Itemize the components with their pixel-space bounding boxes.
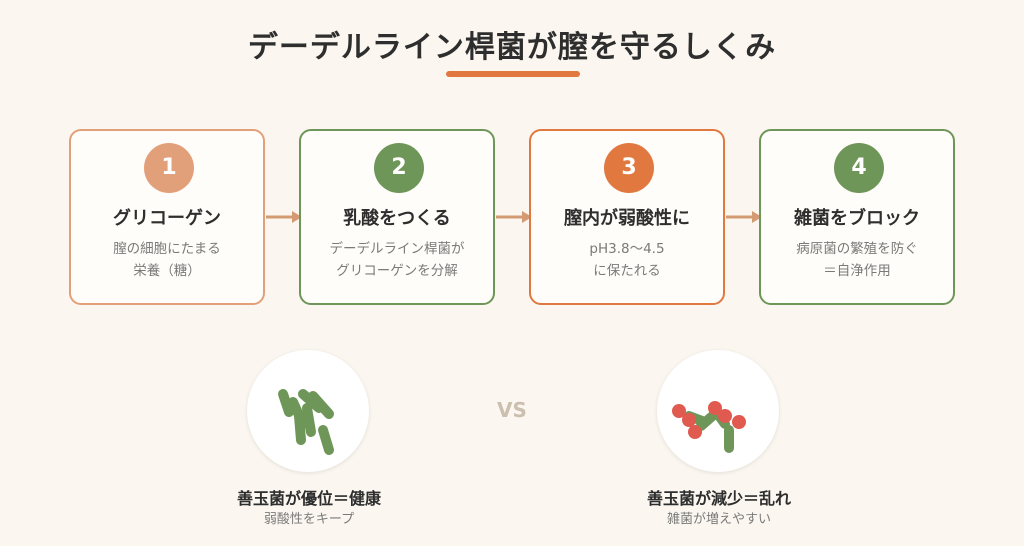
- page-title: デーデルライン桿菌が膣を守るしくみ: [247, 30, 777, 65]
- step-number-badge: 1: [144, 143, 194, 193]
- step-heading: 乳酸をつくる: [343, 208, 451, 229]
- step-heading: 雑菌をブロック: [794, 208, 920, 229]
- imbalanced-bacteria-illustration: [657, 350, 779, 472]
- title-underline: [446, 71, 580, 77]
- healthy-caption-title: 善玉菌が優位＝健康: [236, 489, 381, 508]
- step-number-badge: 4: [834, 143, 884, 193]
- step-card-4: 4 雑菌をブロック 病原菌の繁殖を防ぐ ＝自浄作用: [759, 129, 955, 305]
- step-card-3: 3 膣内が弱酸性に pH3.8〜4.5 に保たれる: [529, 129, 725, 305]
- lactobacillus-icon: [278, 389, 334, 455]
- step-description: デーデルライン桿菌が グリコーゲンを分解: [329, 241, 465, 279]
- healthy-bacteria-illustration: [247, 350, 369, 472]
- step-number-badge: 3: [604, 143, 654, 193]
- step-description: 病原菌の繁殖を防ぐ ＝自浄作用: [796, 241, 918, 279]
- step-number-badge: 2: [374, 143, 424, 193]
- step-description: 膣の細胞にたまる 栄養（糖）: [113, 241, 221, 279]
- step-description: pH3.8〜4.5 に保たれる: [589, 241, 665, 279]
- step-heading: グリコーゲン: [113, 208, 221, 229]
- step-card-2: 2 乳酸をつくる デーデルライン桿菌が グリコーゲンを分解: [299, 129, 495, 305]
- bacteria-mixed-icon: [672, 401, 746, 453]
- imbalanced-caption-subtitle: 雑菌が増えやすい: [666, 512, 771, 527]
- step-heading: 膣内が弱酸性に: [564, 208, 690, 229]
- healthy-caption-subtitle: 弱酸性をキープ: [263, 512, 355, 527]
- step-card-1: 1 グリコーゲン 膣の細胞にたまる 栄養（糖）: [69, 129, 265, 305]
- vs-label: VS: [497, 398, 527, 422]
- arrow-right-icon: [726, 211, 762, 223]
- imbalanced-caption-title: 善玉菌が減少＝乱れ: [646, 489, 791, 508]
- arrow-right-icon: [266, 211, 302, 223]
- arrow-right-icon: [496, 211, 532, 223]
